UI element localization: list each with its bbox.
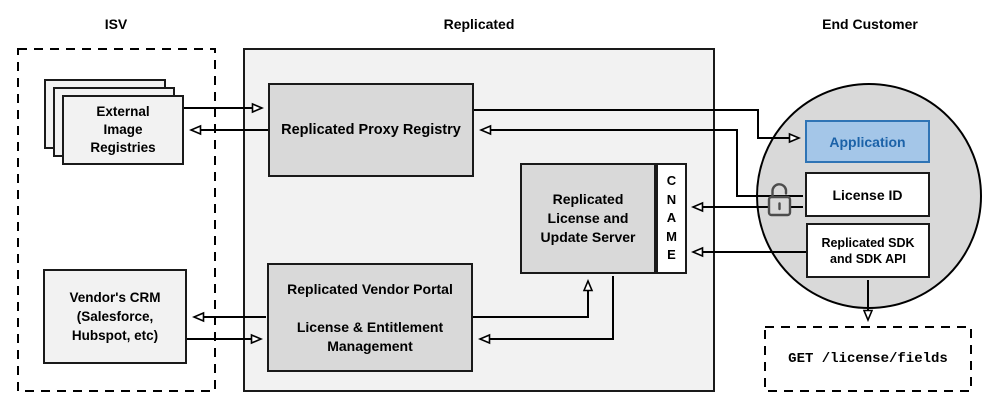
node-replicated-license-update-server: Replicated License and Update Server — [520, 163, 656, 274]
edge-license-server-to-portal — [480, 276, 614, 339]
node-cname-strip: C N A M E — [656, 163, 687, 274]
edge-proxy-to-application — [474, 109, 799, 138]
node-title: Replicated Vendor Portal — [287, 280, 453, 297]
node-label: External — [96, 104, 150, 119]
node-label: Vendor's CRM — [69, 290, 161, 305]
node-get-license-fields: GET /license/fields — [764, 326, 972, 392]
node-label: Image — [103, 122, 143, 137]
node-label: Hubspot, etc) — [71, 328, 159, 343]
node-subtitle: License & Entitlement — [296, 318, 444, 335]
node-label: Replicated SDK — [821, 235, 915, 250]
section-label-isv: ISV — [104, 16, 128, 32]
node-label: and SDK API — [830, 251, 906, 266]
node-replicated-vendor-portal: Replicated Vendor Portal License & Entit… — [267, 263, 473, 372]
unlock-icon — [767, 183, 792, 217]
node-vendors-crm: Vendor's CRM (Salesforce, Hubspot, etc) — [43, 269, 187, 364]
edge-portal-to-license-server — [473, 281, 588, 318]
node-application: Application — [805, 120, 930, 163]
api-endpoint-label: GET /license/fields — [788, 351, 948, 367]
node-replicated-proxy-registry: Replicated Proxy Registry — [268, 83, 474, 177]
node-label: Replicated Proxy Registry — [281, 122, 461, 138]
node-label: Application — [829, 133, 906, 150]
cname-letter: A — [666, 210, 677, 226]
section-label-end-customer: End Customer — [822, 16, 918, 32]
cname-letter: E — [667, 247, 676, 263]
node-label: Update Server — [540, 229, 636, 245]
node-label: Replicated — [552, 191, 624, 207]
node-license-id: License ID — [805, 172, 930, 217]
isv-dashed-boundary — [17, 48, 216, 392]
node-label: License ID — [832, 186, 903, 203]
cname-letter: N — [666, 191, 677, 207]
node-label: License and — [547, 210, 629, 226]
section-label-replicated: Replicated — [443, 16, 515, 32]
node-label: Registries — [90, 140, 156, 155]
node-label: (Salesforce, — [76, 309, 154, 324]
get-license-fields-dashed-border — [764, 326, 972, 392]
cname-letter: C — [666, 173, 677, 189]
cname-letter: M — [666, 228, 677, 244]
node-replicated-sdk: Replicated SDK and SDK API — [806, 223, 930, 278]
node-external-image-registries: External Image Registries — [62, 95, 184, 165]
node-subtitle: Management — [327, 337, 413, 354]
